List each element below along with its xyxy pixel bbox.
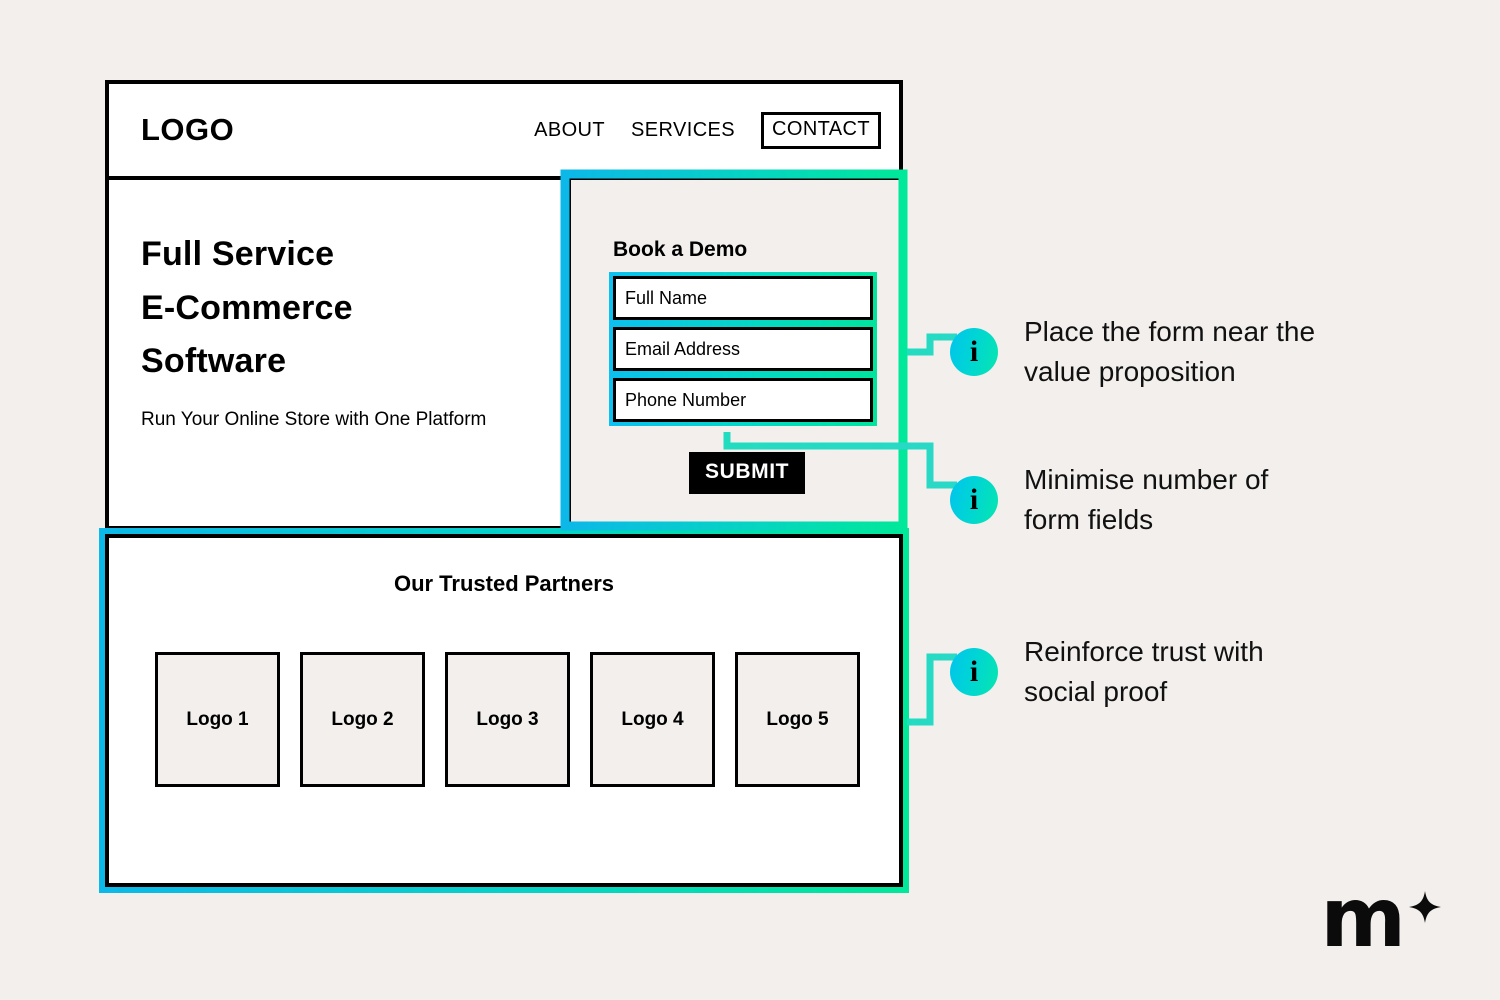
wireframe-mockup: LOGO ABOUT SERVICES CONTACT Full Service… <box>105 80 903 530</box>
partner-logo-1: Logo 1 <box>155 652 280 787</box>
info-icon[interactable]: i <box>950 327 998 376</box>
annotation-2-text: Minimise number of form fields <box>1024 464 1269 535</box>
hero-section: Full Service E-Commerce Software Run You… <box>109 180 903 526</box>
annotation-3-text: Reinforce trust with social proof <box>1024 636 1264 707</box>
hero-subtitle: Run Your Online Store with One Platform <box>141 409 487 431</box>
nav-item-about[interactable]: ABOUT <box>534 118 606 141</box>
phone-number-input[interactable] <box>613 378 873 422</box>
sparkle-icon <box>1409 891 1441 924</box>
hero-copy: Full Service E-Commerce Software Run You… <box>141 228 561 435</box>
annotation-1: i Place the form near the value proposit… <box>950 312 1315 392</box>
nav-item-contact[interactable]: CONTACT <box>761 111 881 149</box>
brand-logo: m <box>1320 871 1442 967</box>
annotation-1-text: Place the form near the value propositio… <box>1024 316 1316 387</box>
brand-letter-m: m <box>1320 871 1406 967</box>
form-title: Book a Demo <box>613 238 748 261</box>
partner-logo-4: Logo 4 <box>590 652 715 787</box>
annotation-2: i Minimise number of form fields <box>950 460 1268 540</box>
partners-title: Our Trusted Partners <box>393 571 615 596</box>
info-icon[interactable]: i <box>950 475 998 524</box>
main-navigation: ABOUT SERVICES CONTACT <box>534 111 881 149</box>
hero-title-line-1: Full Service <box>141 235 335 273</box>
site-logo: LOGO <box>141 112 235 147</box>
form-fields-highlight <box>609 272 877 426</box>
hero-title-line-3: Software <box>141 342 287 381</box>
partner-logo-3: Logo 3 <box>445 652 570 787</box>
info-icon[interactable]: i <box>950 647 998 696</box>
partner-logo-5: Logo 5 <box>735 652 860 787</box>
hero-title-line-2: E-Commerce <box>141 288 353 327</box>
annotation-3: i Reinforce trust with social proof <box>950 632 1264 712</box>
hero-title: Full Service E-Commerce Software <box>141 228 561 389</box>
nav-item-services[interactable]: SERVICES <box>631 118 736 141</box>
partner-logo-2: Logo 2 <box>300 652 425 787</box>
demo-form-panel: Book a Demo SUBMIT <box>567 180 903 526</box>
submit-button[interactable]: SUBMIT <box>689 452 806 494</box>
partners-section: Our Trusted Partners Logo 1 Logo 2 Logo … <box>105 534 903 887</box>
full-name-input[interactable] <box>613 276 873 320</box>
email-address-input[interactable] <box>613 327 873 371</box>
partners-highlight: Our Trusted Partners Logo 1 Logo 2 Logo … <box>99 528 909 893</box>
partner-logo-row: Logo 1 Logo 2 Logo 3 Logo 4 Logo 5 <box>155 652 860 787</box>
site-header: LOGO ABOUT SERVICES CONTACT <box>109 84 899 180</box>
